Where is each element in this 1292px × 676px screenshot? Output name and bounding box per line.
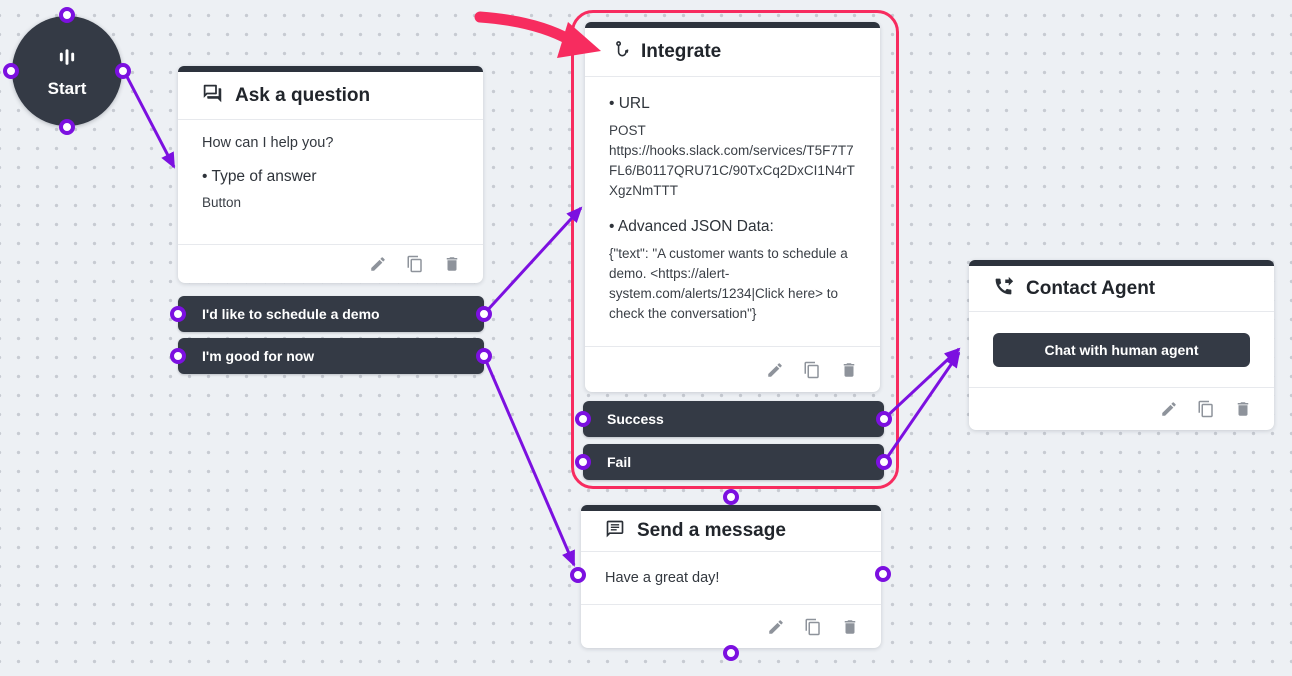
output-label: Success [607, 411, 664, 427]
delete-icon[interactable] [840, 361, 858, 379]
send-message-node[interactable]: Send a message Have a great day! [581, 505, 881, 648]
option-pill-schedule-demo[interactable]: I'd like to schedule a demo [178, 296, 484, 332]
connector-dot-success-left[interactable] [575, 411, 591, 427]
question-message: How can I help you? [202, 135, 334, 151]
option-pill-good-for-now[interactable]: I'm good for now [178, 338, 484, 374]
integrate-node[interactable]: Integrate • URL POST https://hooks.slack… [585, 22, 880, 392]
duplicate-icon[interactable] [804, 618, 822, 636]
connector-dot-success-right[interactable] [876, 411, 892, 427]
connector-dot-start-right[interactable] [115, 63, 131, 79]
duplicate-icon[interactable] [406, 255, 424, 273]
connector-dot-fail-left[interactable] [575, 454, 591, 470]
chat-with-human-agent-button[interactable]: Chat with human agent [993, 332, 1250, 367]
connector-dot-goodnow-right[interactable] [476, 348, 492, 364]
node-title: Integrate [641, 41, 722, 62]
agent-button-label: Chat with human agent [1044, 341, 1199, 358]
delete-icon[interactable] [841, 618, 859, 636]
duplicate-icon[interactable] [1197, 400, 1215, 418]
json-value: {"text": "A customer wants to schedule a… [609, 246, 848, 321]
option-label: I'm good for now [202, 348, 315, 364]
duplicate-icon[interactable] [803, 361, 821, 379]
option-label: I'd like to schedule a demo [202, 306, 380, 322]
answer-type-label: • Type of answer [202, 168, 317, 185]
output-label: Fail [607, 454, 632, 470]
connector-dot-sendmessage-right[interactable] [875, 566, 891, 582]
connector-dot-goodnow-left[interactable] [170, 348, 186, 364]
node-title: Contact Agent [1026, 277, 1156, 299]
delete-icon[interactable] [1234, 400, 1252, 418]
json-label: • Advanced JSON Data: [609, 218, 774, 235]
connector-dot-sendmessage-top[interactable] [723, 489, 739, 505]
delete-icon[interactable] [443, 255, 461, 273]
card-top-bar [585, 22, 880, 28]
node-title: Send a message [637, 520, 786, 541]
output-pill-fail[interactable]: Fail [583, 444, 884, 480]
card-top-bar [969, 260, 1274, 266]
start-node[interactable]: Start [12, 16, 122, 126]
waveform-icon [54, 44, 80, 75]
connector-dot-start-bottom[interactable] [59, 119, 75, 135]
card-top-bar [178, 66, 483, 72]
edge-start-to-ask [122, 70, 176, 169]
connector-dot-demo-right[interactable] [476, 306, 492, 322]
message-text: Have a great day! [605, 570, 720, 586]
edge-demo-to-integrate [482, 206, 583, 316]
connector-dot-start-top[interactable] [59, 7, 75, 23]
node-title: Ask a question [235, 84, 371, 106]
request-url: https://hooks.slack.com/services/T5F7T7F… [609, 143, 855, 198]
edit-icon[interactable] [766, 361, 784, 379]
contact-agent-node[interactable]: Contact Agent Chat with human agent [969, 260, 1274, 430]
edit-icon[interactable] [767, 618, 785, 636]
hook-icon [609, 39, 629, 66]
question-answer-icon [202, 83, 223, 109]
output-pill-success[interactable]: Success [583, 401, 884, 437]
edge-goodnow-to-sendmessage [482, 355, 576, 567]
url-label: • URL [609, 95, 650, 112]
edge-success-to-contact [882, 347, 961, 421]
card-top-bar [581, 505, 881, 511]
connector-dot-sendmessage-left[interactable] [570, 567, 586, 583]
chat-message-icon [605, 519, 625, 544]
ask-question-node[interactable]: Ask a question How can I help you? • Typ… [178, 66, 483, 283]
annotation-arrow [474, 11, 601, 58]
connector-dot-sendmessage-bottom[interactable] [723, 645, 739, 661]
phone-forwarded-icon [993, 276, 1014, 302]
connector-dot-fail-right[interactable] [876, 454, 892, 470]
request-method: POST [609, 123, 646, 138]
connector-dot-demo-left[interactable] [170, 306, 186, 322]
edge-fail-to-contact [882, 351, 961, 463]
connector-dot-start-left[interactable] [3, 63, 19, 79]
start-label: Start [47, 78, 87, 98]
edit-icon[interactable] [1160, 400, 1178, 418]
answer-type-value: Button [202, 195, 242, 210]
edit-icon[interactable] [369, 255, 387, 273]
